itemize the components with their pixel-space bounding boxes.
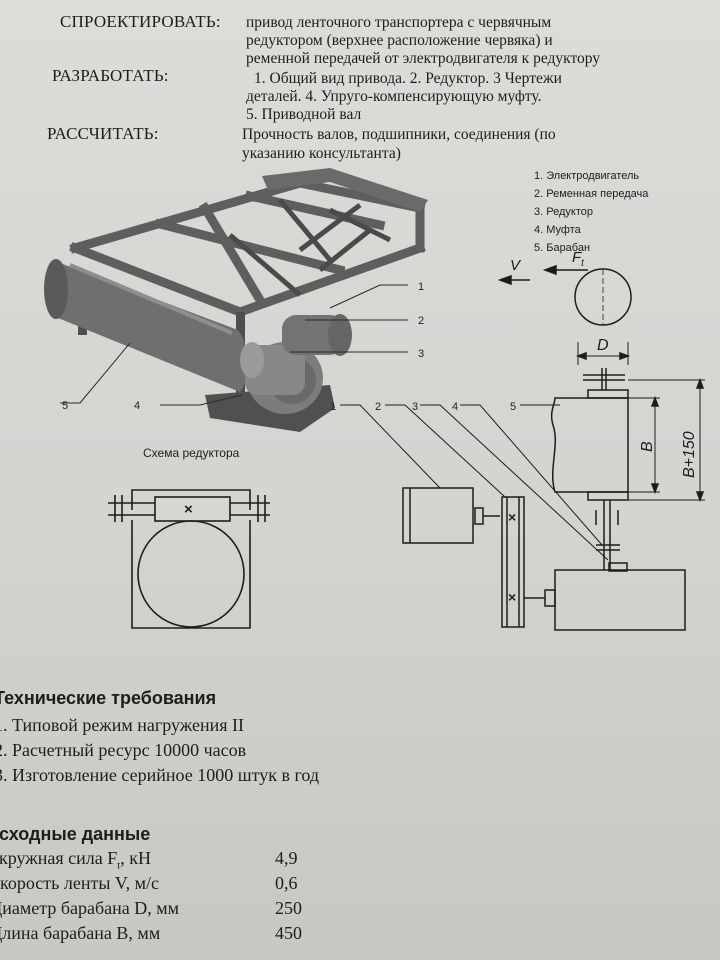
requirement-item-3: 3. Изготовление серийное 1000 штук в год	[0, 765, 320, 785]
photo-callout-2: 2	[418, 315, 424, 327]
param-label-diameter: Диаметр барабана D, мм	[0, 898, 180, 918]
scheme-callout-4: 4	[452, 401, 458, 413]
photo-callout-3: 3	[418, 348, 424, 360]
photo-callout-5: 5	[62, 400, 68, 412]
param-label-speed: Скорость ленты V, м/с	[0, 873, 159, 893]
scheme-callout-3: 3	[412, 401, 418, 413]
legend-item-coupling: 4. Муфта	[534, 224, 581, 236]
force-label: Ft	[572, 249, 585, 269]
belt-cross-top: ×	[508, 509, 516, 525]
scheme-callout-5: 5	[510, 401, 516, 413]
drum-length-label: B	[639, 441, 656, 452]
initial-data-title: Исходные данные	[0, 824, 151, 844]
drum-length-plus-label: B+150	[681, 431, 698, 478]
reducer-scheme	[108, 489, 270, 629]
belt-cross-bottom: ×	[508, 589, 516, 605]
reducer-cross: ×	[184, 501, 193, 518]
param-value-diameter: 250	[275, 898, 302, 918]
photo-callout-4: 4	[134, 400, 140, 412]
legend-item-reducer: 3. Редуктор	[534, 206, 593, 218]
force-diagram	[497, 264, 705, 570]
technical-drawings: 1 2 3 4 5	[44, 168, 705, 631]
reducer-scheme-title: Схема редуктора	[143, 446, 240, 460]
param-value-force: 4,9	[275, 848, 298, 868]
requirement-item-1: 1. Типовой режим нагружения II	[0, 715, 245, 735]
calc-line-2: указанию консультанта)	[242, 145, 401, 162]
requirement-item-2: 2. Расчетный ресурс 10000 часов	[0, 740, 247, 760]
scheme-callout-2: 2	[375, 401, 381, 413]
develop-label: РАЗРАБОТАТЬ:	[52, 66, 169, 85]
design-line-3: ременной передачей от электродвигателя к…	[246, 50, 601, 67]
calc-line-1: Прочность валов, подшипники, соединения …	[242, 126, 556, 143]
drive-scheme	[340, 404, 686, 631]
conveyor-photo	[44, 168, 428, 432]
design-label: СПРОЕКТИРОВАТЬ:	[60, 12, 221, 31]
develop-line-2: деталей. 4. Упруго-компенсирующую муфту.	[246, 88, 542, 105]
design-line-2: редуктором (верхнее расположение червяка…	[246, 32, 553, 49]
param-label-length: Длина барабана B, мм	[0, 923, 161, 943]
develop-line-3: 5. Приводной вал	[246, 106, 362, 123]
legend-item-drum: 5. Барабан	[534, 242, 591, 254]
param-label-force: Окружная сила Ft, кН	[0, 848, 152, 872]
legend-item-motor: 1. Электродвигатель	[534, 170, 640, 182]
photo-callout-1: 1	[418, 281, 424, 293]
legend-item-belt-drive: 2. Ременная передача	[534, 188, 649, 200]
velocity-label: V	[510, 257, 522, 274]
design-line-1: привод ленточного транспортера с червячн…	[246, 14, 552, 31]
scheme-callout-1: 1	[330, 401, 336, 413]
param-value-speed: 0,6	[275, 873, 298, 893]
param-value-length: 450	[275, 923, 302, 943]
calc-label: РАССЧИТАТЬ:	[47, 124, 159, 143]
requirements-title: Технические требования	[0, 688, 217, 708]
diameter-label: D	[597, 337, 609, 354]
develop-line-1: 1. Общий вид привода. 2. Редуктор. 3 Чер…	[254, 70, 562, 87]
